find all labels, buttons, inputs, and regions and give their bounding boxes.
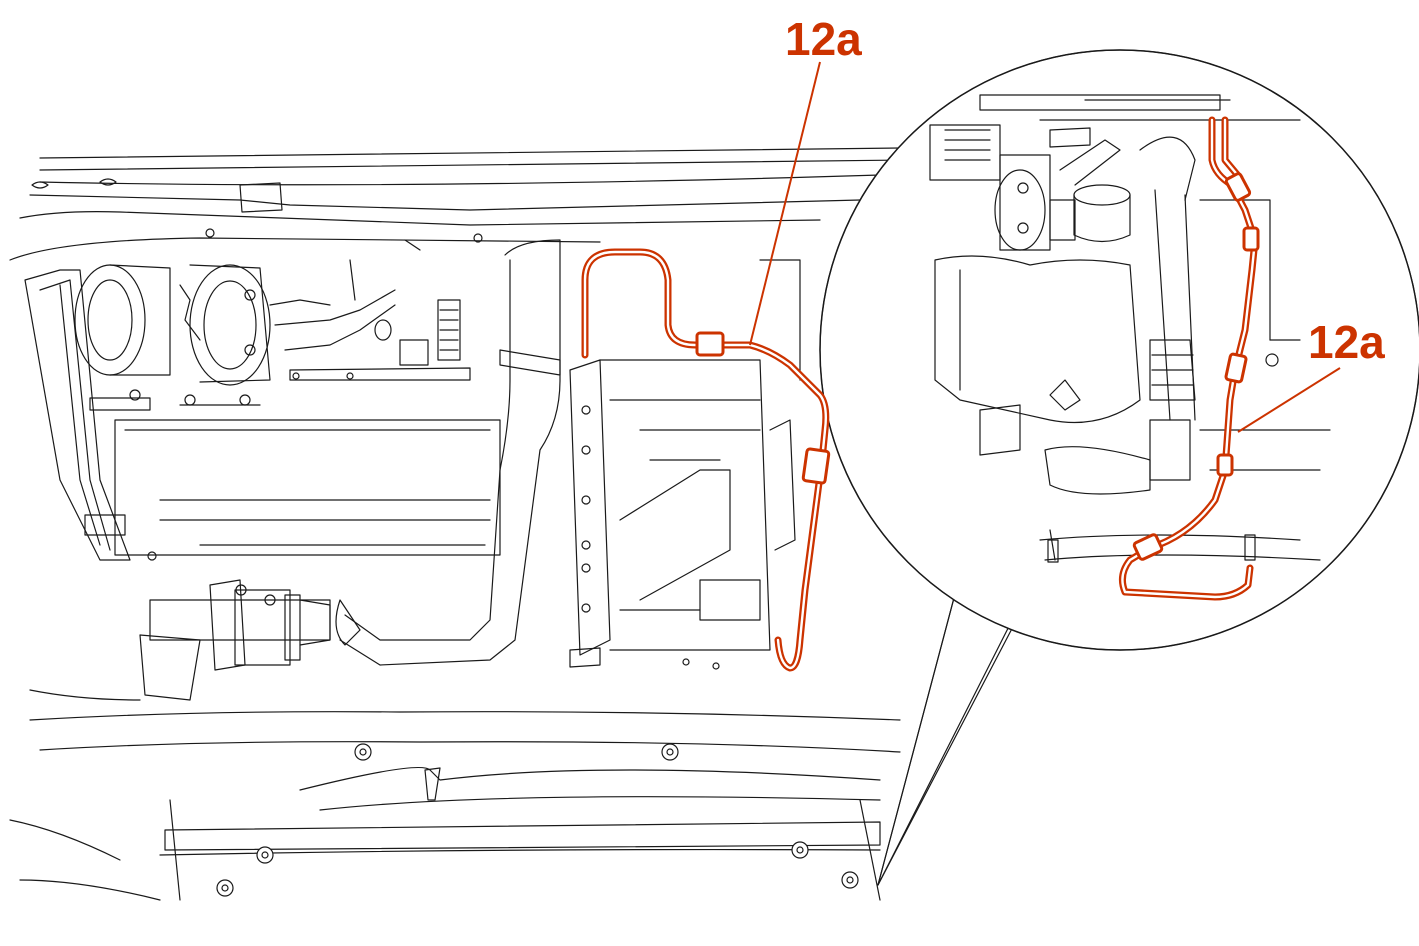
callout-label: 12a (785, 13, 862, 65)
bolt-head (216, 743, 859, 897)
callout-12a-detail: 12a (1237, 316, 1385, 433)
callout-label: 12a (1308, 316, 1385, 368)
subframe (9, 711, 901, 901)
intake-tube (335, 239, 561, 666)
chassis-frame (9, 147, 906, 261)
transmission-housing (569, 259, 801, 670)
detail-magnifier (819, 49, 1419, 651)
engine-block (24, 259, 501, 561)
detail-contents (929, 94, 1331, 563)
callout-12a-main: 12a (749, 13, 862, 346)
driveshaft (29, 579, 331, 701)
brake-line-detail-highlight (1118, 116, 1260, 601)
brake-line-highlight (581, 248, 831, 672)
